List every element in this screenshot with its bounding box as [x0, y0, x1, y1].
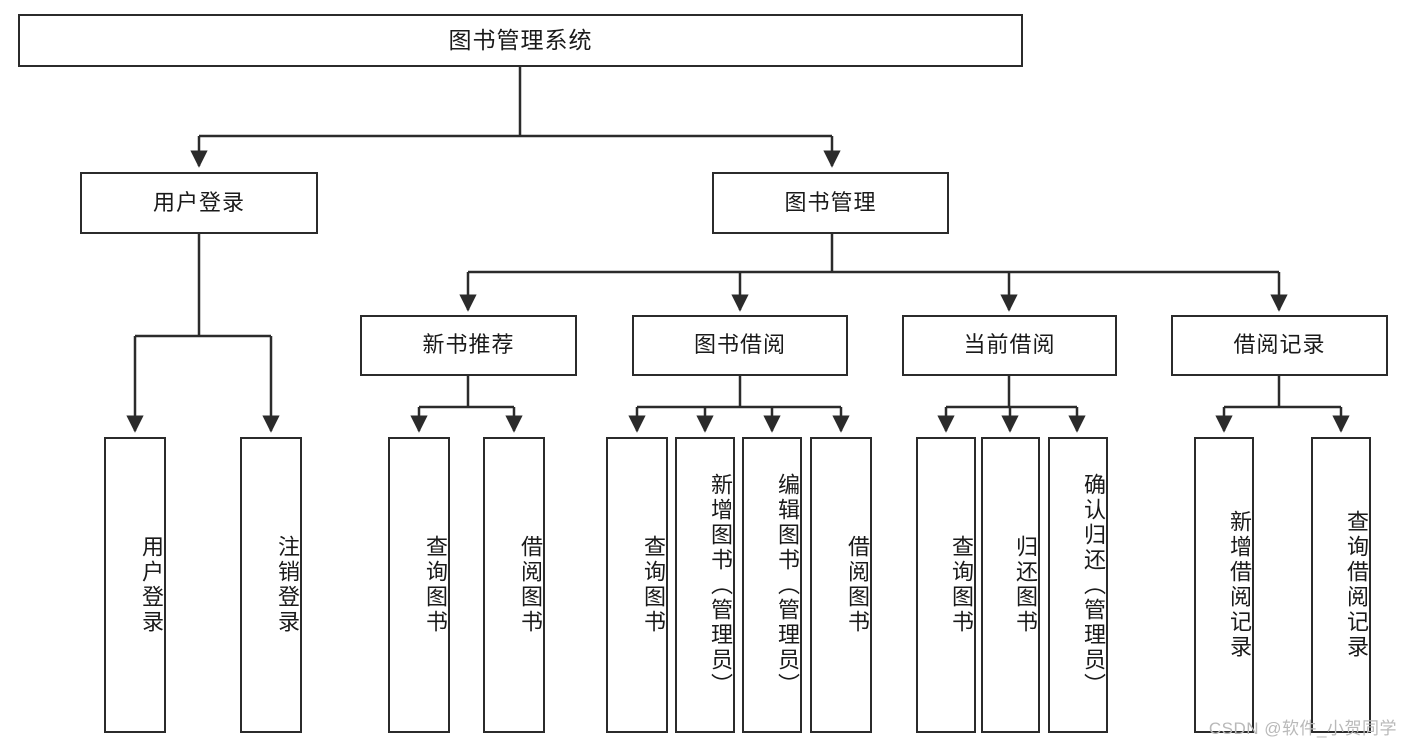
leaf-query-book-2[interactable]: 查询图书	[606, 437, 668, 733]
leaf-return-book[interactable]: 归还图书	[981, 437, 1040, 733]
leaf-add-book[interactable]: 新增图书（管理员）	[675, 437, 735, 733]
leaf-query-record-label: 查询借阅记录	[1344, 510, 1369, 660]
leaf-query-book-3[interactable]: 查询图书	[916, 437, 976, 733]
leaf-user-logout-label: 注销登录	[275, 535, 300, 635]
node-root[interactable]: 图书管理系统	[18, 14, 1023, 67]
leaf-user-logout[interactable]: 注销登录	[240, 437, 302, 733]
leaf-user-login-label: 用户登录	[139, 535, 164, 635]
leaf-borrow-book-2[interactable]: 借阅图书	[810, 437, 872, 733]
node-borrow-record-label: 借阅记录	[1233, 332, 1326, 358]
node-user-login[interactable]: 用户登录	[80, 172, 318, 234]
leaf-edit-book-label: 编辑图书（管理员）	[775, 472, 800, 698]
leaf-borrow-book-1[interactable]: 借阅图书	[483, 437, 545, 733]
node-book-manage-label: 图书管理	[784, 189, 877, 215]
leaf-query-book-1-label: 查询图书	[423, 535, 448, 635]
node-book-manage[interactable]: 图书管理	[712, 172, 949, 234]
leaf-borrow-book-2-label: 借阅图书	[845, 535, 870, 635]
leaf-confirm-return-label: 确认归还（管理员）	[1081, 472, 1106, 698]
leaf-return-book-label: 归还图书	[1013, 535, 1038, 635]
leaf-borrow-book-1-label: 借阅图书	[518, 535, 543, 635]
node-book-borrow-label: 图书借阅	[693, 332, 786, 358]
node-current-borrow-label: 当前借阅	[963, 332, 1056, 358]
leaf-add-record-label: 新增借阅记录	[1227, 510, 1252, 660]
leaf-edit-book[interactable]: 编辑图书（管理员）	[742, 437, 802, 733]
leaf-add-record[interactable]: 新增借阅记录	[1194, 437, 1254, 733]
watermark-text: CSDN @软件_小贺同学	[1208, 719, 1397, 738]
node-current-borrow[interactable]: 当前借阅	[902, 315, 1117, 376]
node-new-book-rec-label: 新书推荐	[422, 332, 515, 358]
leaf-query-book-2-label: 查询图书	[641, 535, 666, 635]
leaf-user-login[interactable]: 用户登录	[104, 437, 166, 733]
node-borrow-record[interactable]: 借阅记录	[1171, 315, 1388, 376]
leaf-query-book-3-label: 查询图书	[949, 535, 974, 635]
node-new-book-rec[interactable]: 新书推荐	[360, 315, 577, 376]
leaf-query-book-1[interactable]: 查询图书	[388, 437, 450, 733]
node-user-login-label: 用户登录	[152, 189, 245, 215]
node-root-label: 图书管理系统	[448, 26, 593, 53]
leaf-confirm-return[interactable]: 确认归还（管理员）	[1048, 437, 1108, 733]
node-book-borrow[interactable]: 图书借阅	[632, 315, 848, 376]
leaf-add-book-label: 新增图书（管理员）	[708, 472, 733, 698]
leaf-query-record[interactable]: 查询借阅记录	[1311, 437, 1371, 733]
